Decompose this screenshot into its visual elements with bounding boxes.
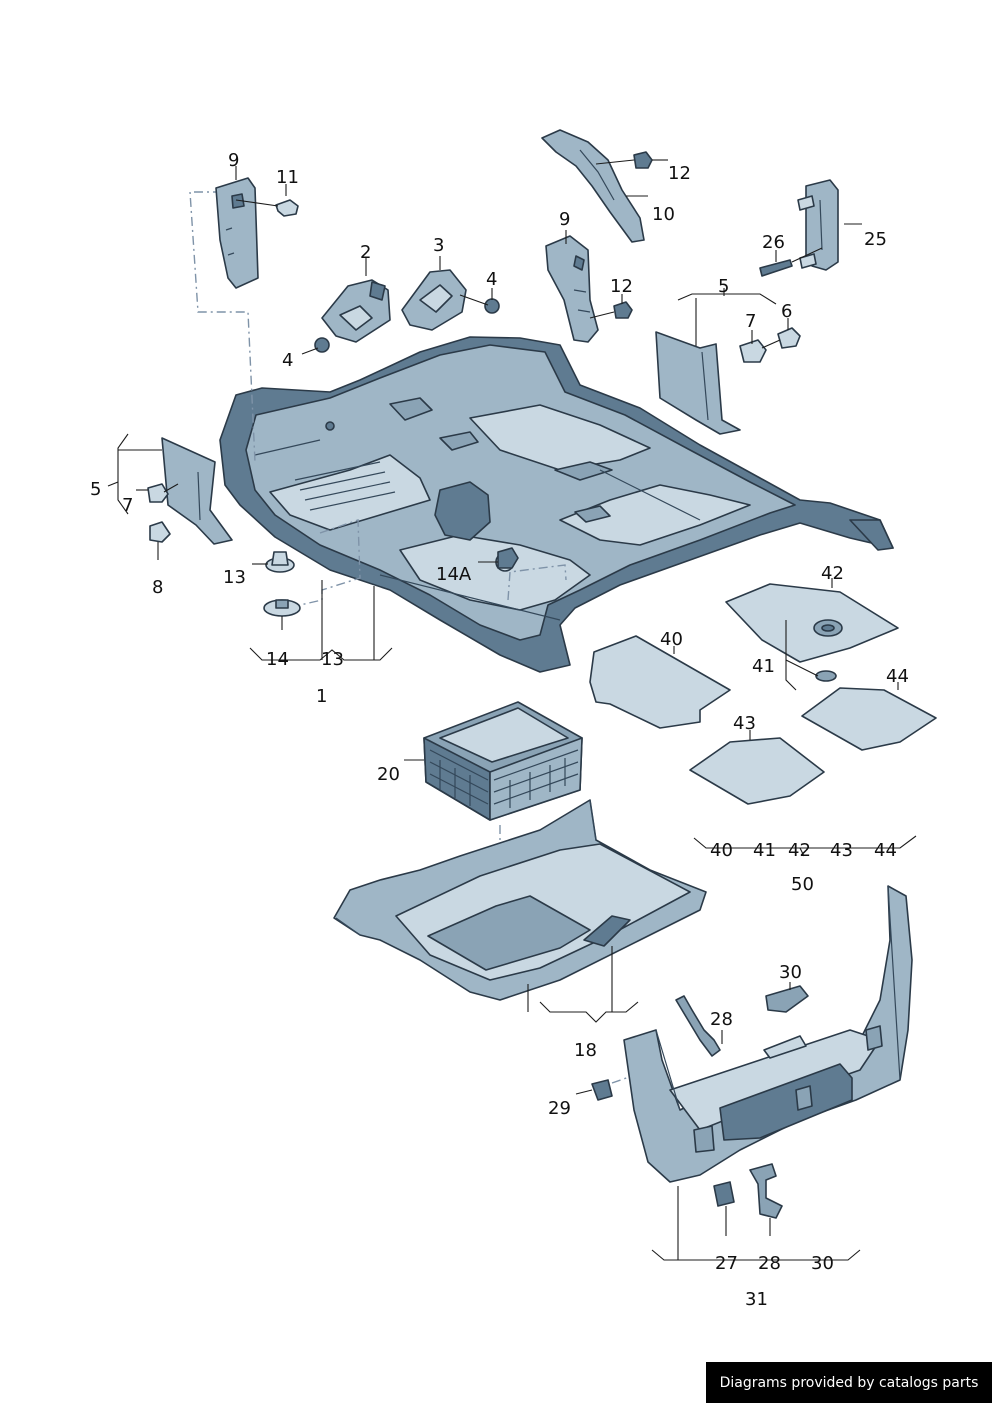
callout-6: 6 [781, 301, 792, 322]
callout-13-left: 13 [223, 567, 246, 588]
callout-30-bottom: 30 [811, 1253, 834, 1274]
clip-part-7-right [739, 339, 781, 363]
trim-strip-part-10 [541, 129, 645, 243]
callout-42-bottom: 42 [788, 840, 811, 861]
callout-44-top: 44 [886, 666, 909, 687]
credit-badge: Diagrams provided by catalogs parts [706, 1362, 992, 1403]
callout-7-left: 7 [122, 495, 133, 516]
mat-part-40 [589, 635, 731, 729]
clip-part-6 [777, 327, 801, 349]
trim-bracket-part-9-left [215, 177, 259, 289]
storage-crate-part-20 [423, 701, 583, 821]
callout-28-bottom: 28 [758, 1253, 781, 1274]
nut-part-12-lower [589, 301, 633, 319]
callout-44-bottom: 44 [874, 840, 897, 861]
callout-12-upper: 12 [668, 163, 691, 184]
cover-part-2 [321, 279, 391, 343]
callout-5-right: 5 [718, 276, 729, 297]
trim-panel-part-5-left [161, 437, 233, 545]
callout-50: 50 [791, 874, 814, 895]
nut-part-12-upper [595, 151, 653, 169]
callout-30-top: 30 [779, 962, 802, 983]
callout-41-bottom: 41 [753, 840, 776, 861]
callout-5-left: 5 [90, 479, 101, 500]
grommet-part-41 [815, 670, 837, 682]
callout-43-top: 43 [733, 713, 756, 734]
clip-part-7-left [147, 483, 179, 503]
callout-11: 11 [276, 167, 299, 188]
callout-2: 2 [360, 242, 371, 263]
callout-28-top: 28 [710, 1009, 733, 1030]
callout-8: 8 [152, 577, 163, 598]
fastener-part-14a [497, 547, 519, 569]
callout-3: 3 [433, 235, 444, 256]
rear-trim-panel-part-31 [623, 885, 913, 1183]
callout-14: 14 [266, 649, 289, 670]
callout-41-top: 41 [752, 656, 775, 677]
clip-part-29 [591, 1079, 613, 1101]
cover-part-30 [765, 985, 809, 1013]
cable-part-28-lower [749, 1163, 783, 1219]
cable-part-28-upper [675, 995, 721, 1057]
trim-bracket-part-9-right [545, 235, 599, 343]
callout-31: 31 [745, 1289, 768, 1310]
bracket-part-25 [797, 179, 839, 271]
callout-26: 26 [762, 232, 785, 253]
callout-10: 10 [652, 204, 675, 225]
trim-panel-part-5-right [655, 331, 741, 435]
push-rivet-part-11 [235, 199, 299, 217]
callout-43-bottom: 43 [830, 840, 853, 861]
callout-40-top: 40 [660, 629, 683, 650]
clip-part-8 [149, 521, 171, 543]
screw-part-26 [759, 247, 823, 277]
callout-29: 29 [548, 1098, 571, 1119]
credit-text: Diagrams provided by catalogs parts [719, 1374, 979, 1391]
callout-20: 20 [377, 764, 400, 785]
callout-40-bottom: 40 [710, 840, 733, 861]
callout-9-right: 9 [559, 209, 570, 230]
floor-carpet-part-1 [219, 336, 894, 673]
cover-part-3 [401, 269, 467, 331]
callout-18: 18 [574, 1040, 597, 1061]
callout-4-left: 4 [282, 350, 293, 371]
luggage-floor-part-18 [333, 799, 707, 1001]
callout-13-bottom: 13 [321, 649, 344, 670]
callout-9-left: 9 [228, 150, 239, 171]
callout-27: 27 [715, 1253, 738, 1274]
callout-42-top: 42 [821, 563, 844, 584]
callout-25: 25 [864, 229, 887, 250]
grommets-part-13-14 [263, 551, 301, 617]
callout-14a: 14A [436, 564, 472, 585]
callout-7-right: 7 [745, 311, 756, 332]
mat-part-43 [689, 737, 825, 805]
callout-12-lower: 12 [610, 276, 633, 297]
callout-4-right: 4 [486, 269, 497, 290]
callout-labels: 9 11 2 3 4 4 12 10 9 12 26 25 5 6 7 5 7 … [90, 150, 909, 1310]
callout-1: 1 [316, 686, 327, 707]
mat-part-44 [801, 687, 937, 751]
clip-part-27 [713, 1181, 735, 1207]
mat-part-42 [725, 583, 899, 663]
leader-lines [107, 159, 917, 1261]
